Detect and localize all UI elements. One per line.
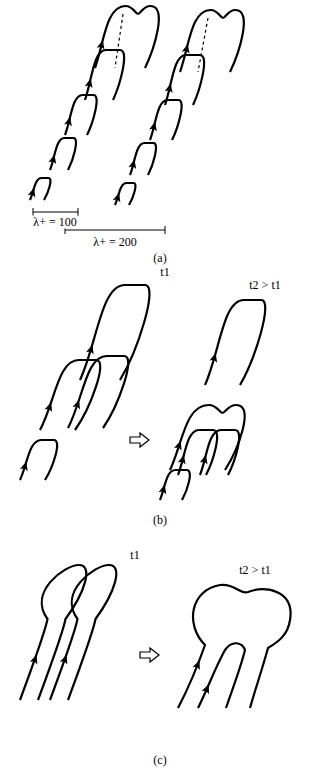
rotation-arrowhead [149,121,159,132]
rotation-arrowhead [209,352,219,363]
dashed-line [198,18,208,72]
rotation-arrowhead [202,683,213,694]
vortex-line [40,360,100,430]
rotation-arrowhead [60,653,71,664]
rotation-arrowhead [200,454,210,465]
vortex-line [165,55,204,105]
vortex-line [50,138,76,170]
vortex-line [130,143,156,175]
rotation-arrowhead [97,39,107,50]
dimension-line [65,226,165,234]
rotation-arrowhead [44,401,54,412]
rotation-arrowhead [86,344,96,355]
rotation-arrowhead [128,158,138,169]
rotation-arrowhead [30,653,41,664]
vortex-line [150,100,182,140]
rotation-arrowhead [48,153,58,164]
vortex-line [180,10,244,72]
vortex-line [205,300,265,385]
figure-label: (a) [151,252,168,265]
vortex-line [50,565,116,700]
vortex-line [198,643,245,708]
figure-label: t1 [158,266,171,279]
vortex-line [80,285,150,380]
rotation-arrowhead [182,43,192,54]
figure-label: t2 > t1 [247,279,282,292]
figure-label: (c) [151,754,168,767]
rotation-arrowhead [174,440,184,451]
figure-label: t2 > t1 [237,564,272,577]
figure-label: t1 [128,549,141,562]
rotation-arrowhead [178,454,188,465]
rotation-arrowhead [20,460,30,471]
rotation-arrowhead [72,398,82,409]
vortex-line [95,6,159,68]
rotation-arrowhead [192,659,203,670]
vortex-line [20,440,57,480]
rotation-arrowhead [159,483,169,494]
transition-arrow [140,648,159,662]
figure-label: λ+ = 200 [91,236,138,249]
rotation-arrowhead [165,82,175,93]
dashed-line [115,14,123,68]
rotation-arrowhead [113,192,123,203]
vortex-line [178,585,291,708]
figure-label: (b) [151,514,169,527]
rotation-arrowhead [85,77,95,88]
vortex-line [85,50,124,100]
vortex-line [68,356,128,428]
rotation-arrowhead [64,116,74,127]
vortex-line [65,95,97,135]
figure-label: λ+ = 100 [31,216,78,229]
vortex-line [200,430,239,475]
rotation-arrowhead [28,187,38,198]
transition-arrow [130,433,149,447]
